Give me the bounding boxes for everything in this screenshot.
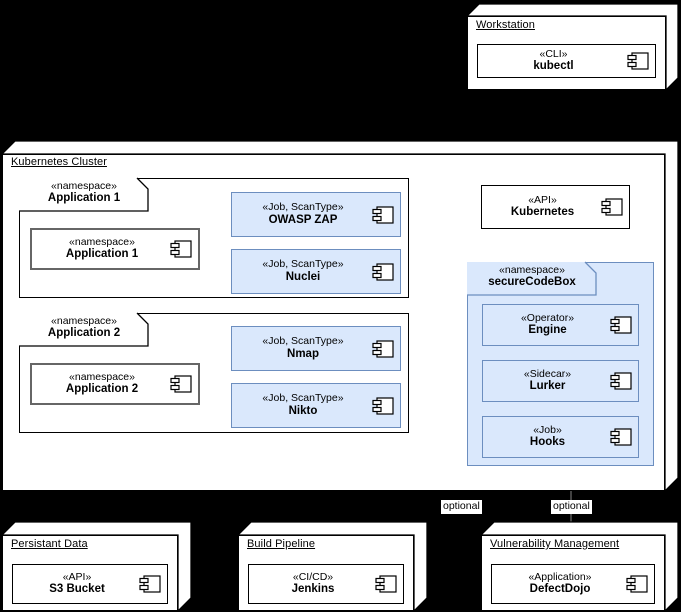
application-1-inner-stereotype: «namespace»	[69, 235, 135, 248]
cluster-title: Kubernetes Cluster	[11, 156, 107, 168]
jenkins-labels: «CI/CD» Jenkins	[249, 571, 403, 597]
cluster-3d-lid	[0, 140, 679, 493]
application-2-inner-name: Application 2	[65, 383, 139, 396]
uml-component-icon	[170, 375, 192, 393]
nmap-labels: «Job, ScanType» Nmap	[232, 335, 400, 361]
component-hooks[interactable]: «Job» Hooks	[482, 416, 639, 458]
uml-component-icon	[610, 372, 632, 390]
nuclei-labels: «Job, ScanType» Nuclei	[232, 258, 400, 284]
namespace-securecodebox[interactable]: «namespace» secureCodeBox «Operator» Eng…	[467, 261, 654, 466]
uml-component-icon	[139, 575, 161, 593]
lurker-labels: «Sidecar» Lurker	[483, 368, 638, 394]
nmap-stereotype: «Job, ScanType»	[262, 335, 344, 348]
edge-label-optional-right: optional	[551, 500, 592, 514]
nikto-stereotype: «Job, ScanType»	[262, 392, 344, 405]
component-jenkins[interactable]: «CI/CD» Jenkins	[248, 564, 404, 604]
lurker-stereotype: «Sidecar»	[523, 367, 572, 380]
nuclei-name: Nuclei	[285, 270, 321, 283]
vulnerability-management-3d-lid	[479, 521, 679, 612]
uml-component-icon	[610, 428, 632, 446]
defectdojo-stereotype: «Application»	[528, 570, 592, 583]
persistant-data-3d-lid	[0, 521, 192, 612]
nmap-name: Nmap	[287, 347, 319, 360]
uml-component-icon	[375, 575, 397, 593]
owasp-zap-name: OWASP ZAP	[268, 213, 338, 226]
kubernetes-api-stereotype: «API»	[528, 193, 557, 206]
namespace-securecodebox-tab: «namespace» secureCodeBox	[467, 261, 597, 296]
component-nmap[interactable]: «Job, ScanType» Nmap	[231, 326, 401, 371]
namespace-tab-shape	[19, 312, 149, 347]
nikto-labels: «Job, ScanType» Nikto	[232, 392, 400, 418]
vulnerability-management-title: Vulnerability Management	[490, 538, 620, 550]
jenkins-name: Jenkins	[291, 583, 335, 596]
hooks-stereotype: «Job»	[533, 423, 562, 436]
component-application-1-inner[interactable]: «namespace» Application 1	[30, 228, 200, 270]
kubectl-stereotype: «CLI»	[539, 47, 568, 60]
node-persistant-data[interactable]: Persistant Data «API» S3 Bucket	[0, 521, 192, 612]
component-nuclei[interactable]: «Job, ScanType» Nuclei	[231, 249, 401, 294]
component-nikto[interactable]: «Job, ScanType» Nikto	[231, 383, 401, 428]
uml-component-icon	[626, 575, 648, 593]
workstation-title: Workstation	[476, 19, 535, 31]
s3-bucket-labels: «API» S3 Bucket	[13, 571, 167, 597]
namespace-application-1-tab: «namespace» Application 1	[19, 177, 149, 212]
owasp-zap-labels: «Job, ScanType» OWASP ZAP	[232, 201, 400, 227]
defectdojo-name: DefectDojo	[529, 583, 591, 596]
uml-component-icon	[610, 316, 632, 334]
nuclei-stereotype: «Job, ScanType»	[262, 258, 344, 271]
defectdojo-labels: «Application» DefectDojo	[492, 571, 654, 597]
kubectl-labels: «CLI» kubectl	[478, 48, 655, 74]
application-1-inner-name: Application 1	[65, 248, 139, 261]
build-pipeline-3d-lid	[236, 521, 428, 612]
component-kubernetes-api[interactable]: «API» Kubernetes	[481, 185, 630, 229]
workstation-3d-lid	[465, 3, 679, 92]
application-1-inner-labels: «namespace» Application 1	[32, 236, 198, 262]
component-s3-bucket[interactable]: «API» S3 Bucket	[12, 564, 168, 604]
component-owasp-zap[interactable]: «Job, ScanType» OWASP ZAP	[231, 192, 401, 237]
engine-stereotype: «Operator»	[520, 311, 575, 324]
component-kubectl[interactable]: «CLI» kubectl	[477, 44, 656, 78]
nikto-name: Nikto	[288, 404, 318, 417]
lurker-name: Lurker	[529, 380, 566, 393]
uml-component-icon	[170, 240, 192, 258]
uml-component-icon	[372, 205, 394, 224]
s3-bucket-name: S3 Bucket	[49, 583, 105, 596]
namespace-application-2-tab: «namespace» Application 2	[19, 312, 149, 347]
uml-component-icon	[372, 339, 394, 358]
application-2-inner-labels: «namespace» Application 2	[32, 371, 198, 397]
build-pipeline-title: Build Pipeline	[247, 538, 316, 550]
namespace-tab-shape	[467, 261, 597, 296]
persistant-data-title: Persistant Data	[11, 538, 88, 550]
component-defectdojo[interactable]: «Application» DefectDojo	[491, 564, 655, 604]
node-build-pipeline[interactable]: Build Pipeline «CI/CD» Jenkins	[236, 521, 428, 612]
kubernetes-api-name: Kubernetes	[510, 206, 575, 219]
uml-component-icon	[601, 198, 623, 216]
namespace-tab-shape	[19, 177, 149, 212]
kubernetes-api-labels: «API» Kubernetes	[482, 194, 629, 220]
component-engine[interactable]: «Operator» Engine	[482, 304, 639, 346]
node-workstation[interactable]: Workstation «CLI» kubectl	[465, 2, 679, 92]
node-vulnerability-management[interactable]: Vulnerability Management «Application» D…	[479, 521, 679, 612]
uml-component-icon	[627, 52, 649, 70]
engine-labels: «Operator» Engine	[483, 312, 638, 338]
owasp-zap-stereotype: «Job, ScanType»	[262, 201, 344, 214]
uml-component-icon	[372, 262, 394, 281]
application-2-inner-stereotype: «namespace»	[69, 370, 135, 383]
component-application-2-inner[interactable]: «namespace» Application 2	[30, 363, 200, 405]
uml-component-icon	[372, 396, 394, 415]
kubectl-name: kubectl	[533, 60, 574, 73]
edge-label-optional-left: optional	[441, 500, 482, 514]
jenkins-stereotype: «CI/CD»	[292, 570, 334, 583]
engine-name: Engine	[528, 324, 567, 337]
component-lurker[interactable]: «Sidecar» Lurker	[482, 360, 639, 402]
hooks-labels: «Job» Hooks	[483, 424, 638, 450]
hooks-name: Hooks	[529, 436, 566, 449]
s3-bucket-stereotype: «API»	[62, 570, 92, 583]
